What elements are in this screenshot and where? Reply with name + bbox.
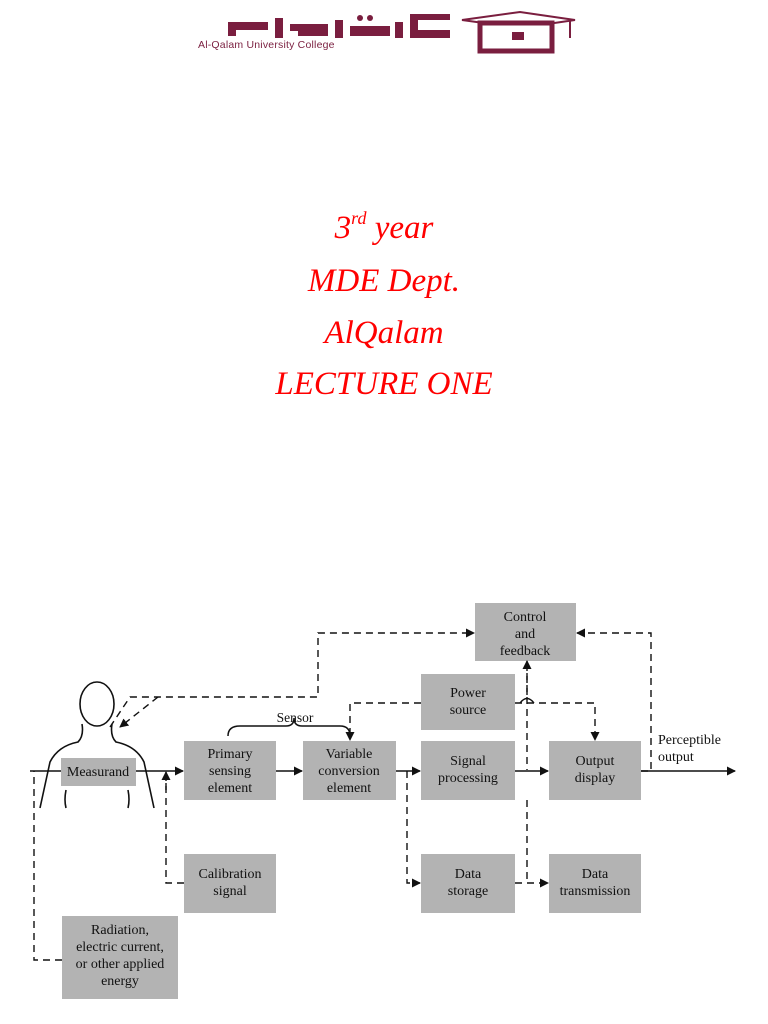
signal-label-1: Signal	[450, 754, 486, 769]
instrumentation-block-diagram: Measurand Sensor Primary sensing element…	[30, 603, 736, 999]
calibration-label-1: Calibration	[199, 867, 262, 882]
year-number: 3	[334, 210, 352, 246]
control-label-1: Control	[504, 610, 547, 625]
signal-label-2: processing	[438, 771, 498, 786]
primary-label-1: Primary	[207, 747, 252, 762]
calibration-signal-box	[184, 854, 276, 913]
title-college: AlQalam	[324, 315, 444, 351]
transmission-label-1: Data	[582, 867, 609, 882]
variable-label-3: element	[327, 781, 371, 796]
measurand-label: Measurand	[67, 765, 129, 780]
person-icon	[39, 681, 155, 809]
title-dept: MDE Dept.	[307, 263, 461, 299]
storage-label-2: storage	[448, 884, 488, 899]
primary-label-2: sensing	[209, 764, 251, 779]
logo-caption: Al-Qalam University College	[198, 39, 335, 51]
sensor-label: Sensor	[277, 710, 314, 725]
year-suffix: rd	[351, 208, 367, 228]
power-label-2: source	[450, 703, 487, 718]
power-label-1: Power	[450, 686, 486, 701]
power-source-box	[421, 674, 515, 730]
radiation-label-2: electric current,	[76, 940, 164, 955]
title-year: 3rd year	[0, 208, 768, 247]
primary-label-3: element	[208, 781, 252, 796]
measurand-box	[61, 758, 136, 786]
radiation-label-1: Radiation,	[91, 923, 149, 938]
output-display-box	[549, 741, 641, 800]
radiation-box	[62, 916, 178, 999]
control-feedback-box	[475, 603, 576, 661]
output-label-1: Output	[576, 754, 615, 769]
data-transmission-box	[549, 854, 641, 913]
transmission-label-2: transmission	[560, 884, 631, 899]
variable-label-2: conversion	[318, 764, 379, 779]
data-storage-box	[421, 854, 515, 913]
output-label-2: display	[575, 771, 615, 786]
title-lecture: LECTURE ONE	[275, 366, 493, 402]
perceptible-label-2: output	[658, 750, 694, 765]
year-word: year	[366, 210, 434, 246]
calibration-label-2: signal	[213, 884, 247, 899]
variable-conversion-box	[303, 741, 396, 800]
radiation-label-3: or other applied	[76, 957, 165, 972]
control-label-2: and	[515, 627, 535, 642]
logo-wordmark	[228, 14, 450, 38]
storage-label-1: Data	[455, 867, 482, 882]
university-logo	[228, 10, 576, 54]
perceptible-label-1: Perceptible	[658, 733, 721, 748]
variable-label-1: Variable	[326, 747, 373, 762]
radiation-label-4: energy	[101, 974, 139, 989]
control-label-3: feedback	[500, 644, 551, 659]
primary-sensing-box	[184, 741, 276, 800]
graduation-cap-icon	[461, 10, 576, 54]
signal-processing-box	[421, 741, 515, 800]
